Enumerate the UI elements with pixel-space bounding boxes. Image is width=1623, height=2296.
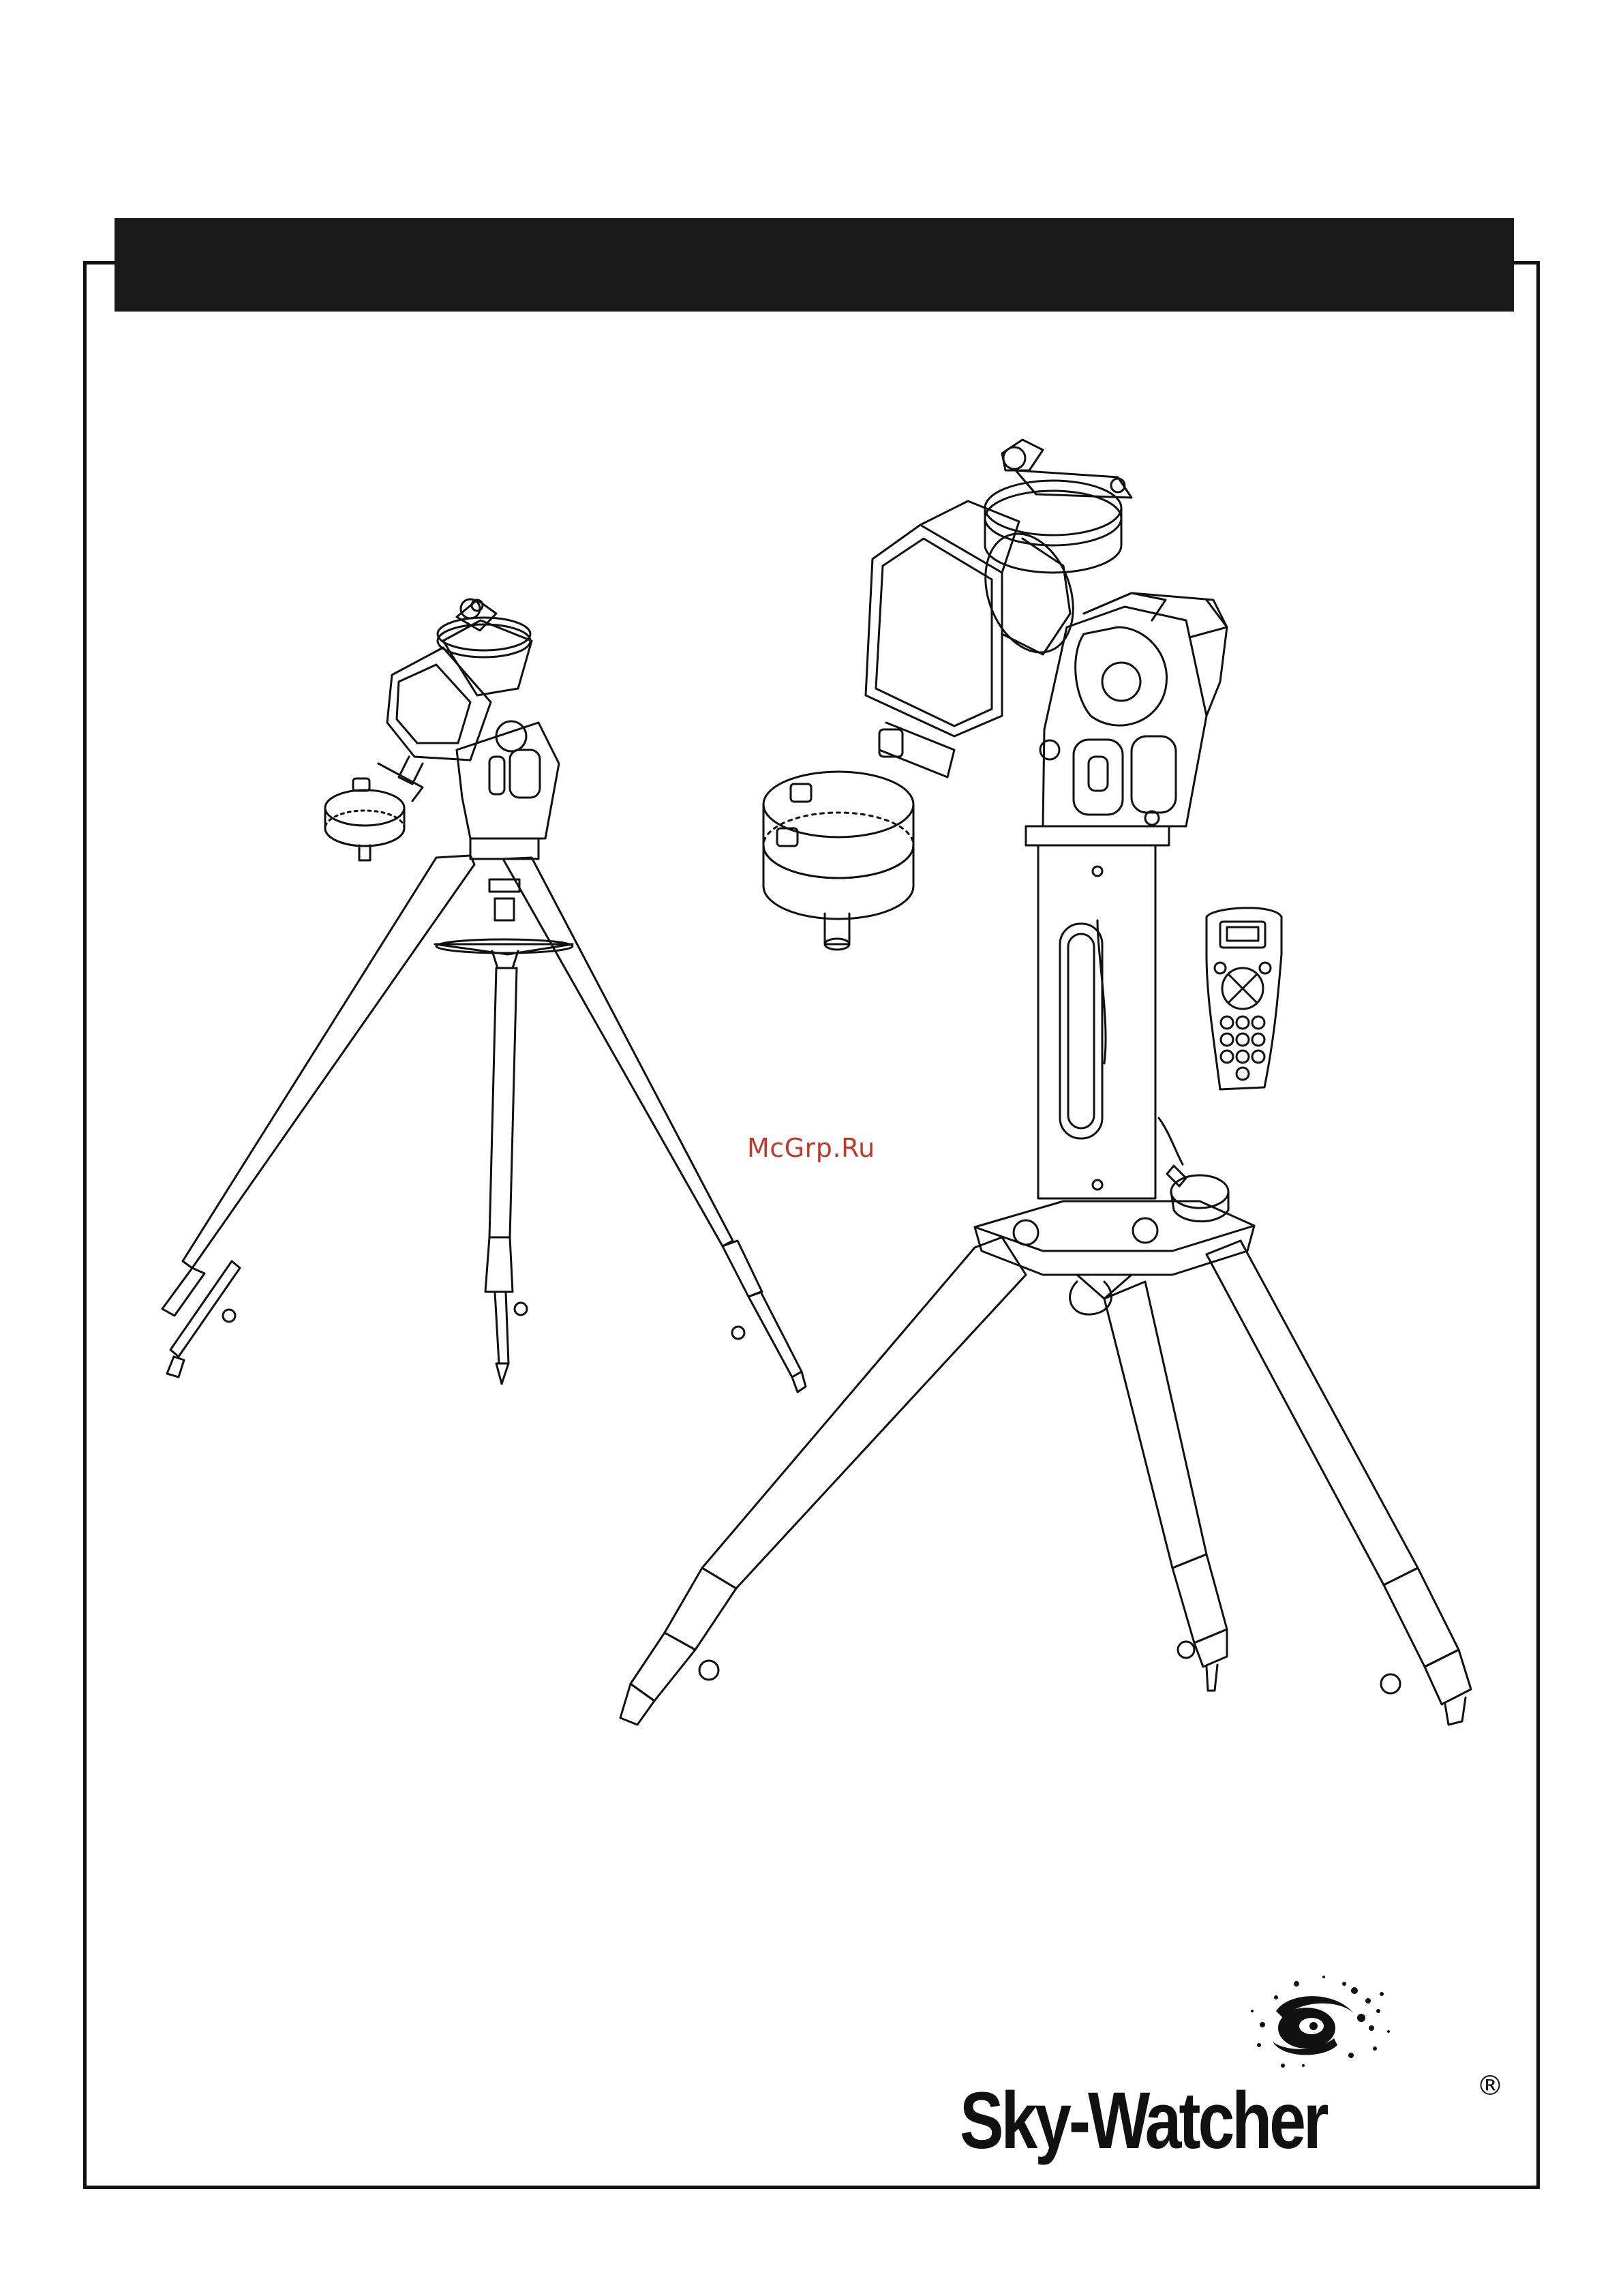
large-tripod-legs: [620, 1237, 1471, 1725]
hand-controller-illustration: [1207, 908, 1281, 1089]
small-tripod-legs: [162, 856, 806, 1392]
watermark-text: McGrp.Ru: [747, 1133, 875, 1163]
large-tripod-head: [975, 1201, 1254, 1314]
pier-knob: [1167, 1166, 1228, 1222]
small-mount-head: [387, 599, 559, 859]
large-counterweight: [763, 723, 954, 950]
galaxy-logo-icon: [1235, 1963, 1399, 2072]
large-dovetail-saddle: [985, 440, 1132, 573]
registered-mark: ®: [1476, 2072, 1504, 2100]
large-mount-illustration: [620, 440, 1471, 1725]
pier-column: [1026, 826, 1183, 1198]
large-mount-head: [1040, 593, 1227, 826]
small-counterweight: [325, 764, 423, 860]
small-mount-illustration: [162, 599, 806, 1392]
brand-logo-text: Sky-Watcher: [960, 2081, 1326, 2161]
